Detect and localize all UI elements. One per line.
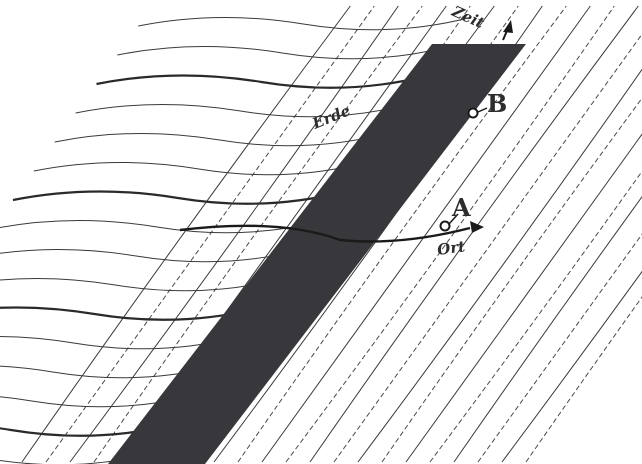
- place-axis-arrowhead: [470, 221, 484, 233]
- place-axis-label: Ort: [436, 237, 466, 259]
- space-grid-line: [34, 162, 364, 174]
- space-grid-line: [13, 191, 343, 203]
- point-b-marker: [469, 109, 478, 118]
- point-b-label: B: [487, 89, 507, 118]
- space-grid-line: [138, 17, 468, 29]
- earth-label: Erde: [309, 101, 353, 133]
- point-b-connector: [478, 108, 487, 112]
- space-grid-line: [117, 46, 447, 58]
- point-a-label: A: [451, 193, 471, 222]
- time-axis-label: Zeit: [448, 2, 487, 32]
- time-grid-line: [502, 6, 642, 462]
- time-axis-arrowhead: [503, 20, 513, 33]
- space-grid-line: [55, 133, 385, 145]
- space-grid-line: [0, 278, 280, 290]
- point-a-marker: [441, 222, 450, 231]
- time-grid-line: [526, 6, 642, 462]
- space-grid-line: [0, 249, 301, 261]
- space-grid-line: [76, 104, 406, 116]
- space-grid-line: [96, 75, 426, 87]
